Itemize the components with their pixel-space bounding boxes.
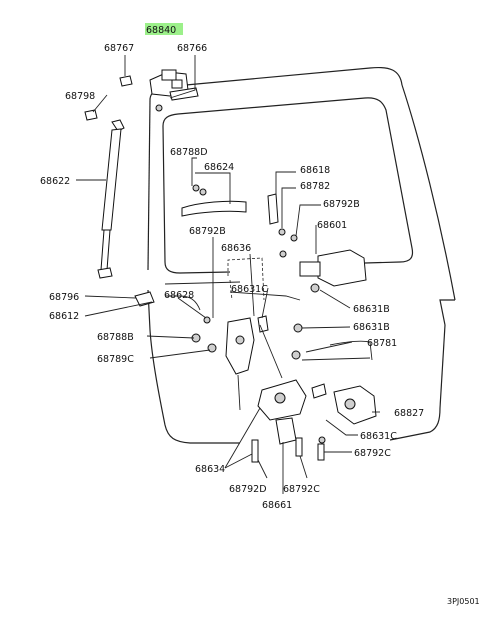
part-label-68798: 68798 [65,91,95,102]
part-label-68788b: 68788B [97,332,134,343]
diagram-code: 3PJ0501 [447,597,480,606]
gas-strut [97,119,125,279]
wiper-motor [267,193,367,293]
part-label-68792c-2: 68792C [283,484,320,495]
part-label-68840: 68840 [146,25,176,36]
hinge-assembly [84,69,199,121]
tailgate-outline [147,66,456,444]
part-label-68789c: 68789C [97,354,134,365]
part-label-68631b-2: 68631B [353,322,390,333]
part-label-68792d: 68792D [229,484,267,495]
highlight-box [145,23,183,35]
part-label-68618: 68618 [300,165,330,176]
part-label-68631c-1: 68631C [231,284,268,295]
part-label-68782: 68782 [300,181,330,192]
part-label-68612: 68612 [49,311,79,322]
part-labels: 68840 68767 68766 68798 68622 68788D 686… [40,25,480,606]
part-label-68601: 68601 [317,220,347,231]
part-label-68634: 68634 [195,464,225,475]
part-label-68788d: 68788D [170,147,208,158]
part-label-68792b-1: 68792B [323,199,360,210]
part-label-68636: 68636 [221,243,251,254]
handle-part [181,184,247,217]
part-label-68792c-1: 68792C [354,448,391,459]
part-label-68631b-1: 68631B [353,304,390,315]
part-label-68767: 68767 [104,43,134,54]
part-label-68631c-2: 68631C [360,431,397,442]
part-label-68766: 68766 [177,43,207,54]
part-label-68661: 68661 [262,500,292,511]
part-label-68628: 68628 [164,290,194,301]
part-label-68796: 68796 [49,292,79,303]
part-label-68622: 68622 [40,176,70,187]
part-label-68792b-2: 68792B [189,226,226,237]
part-label-68624: 68624 [204,162,234,173]
part-label-68827: 68827 [394,408,424,419]
leader-lines [76,55,380,494]
part-label-68781: 68781 [367,338,397,349]
